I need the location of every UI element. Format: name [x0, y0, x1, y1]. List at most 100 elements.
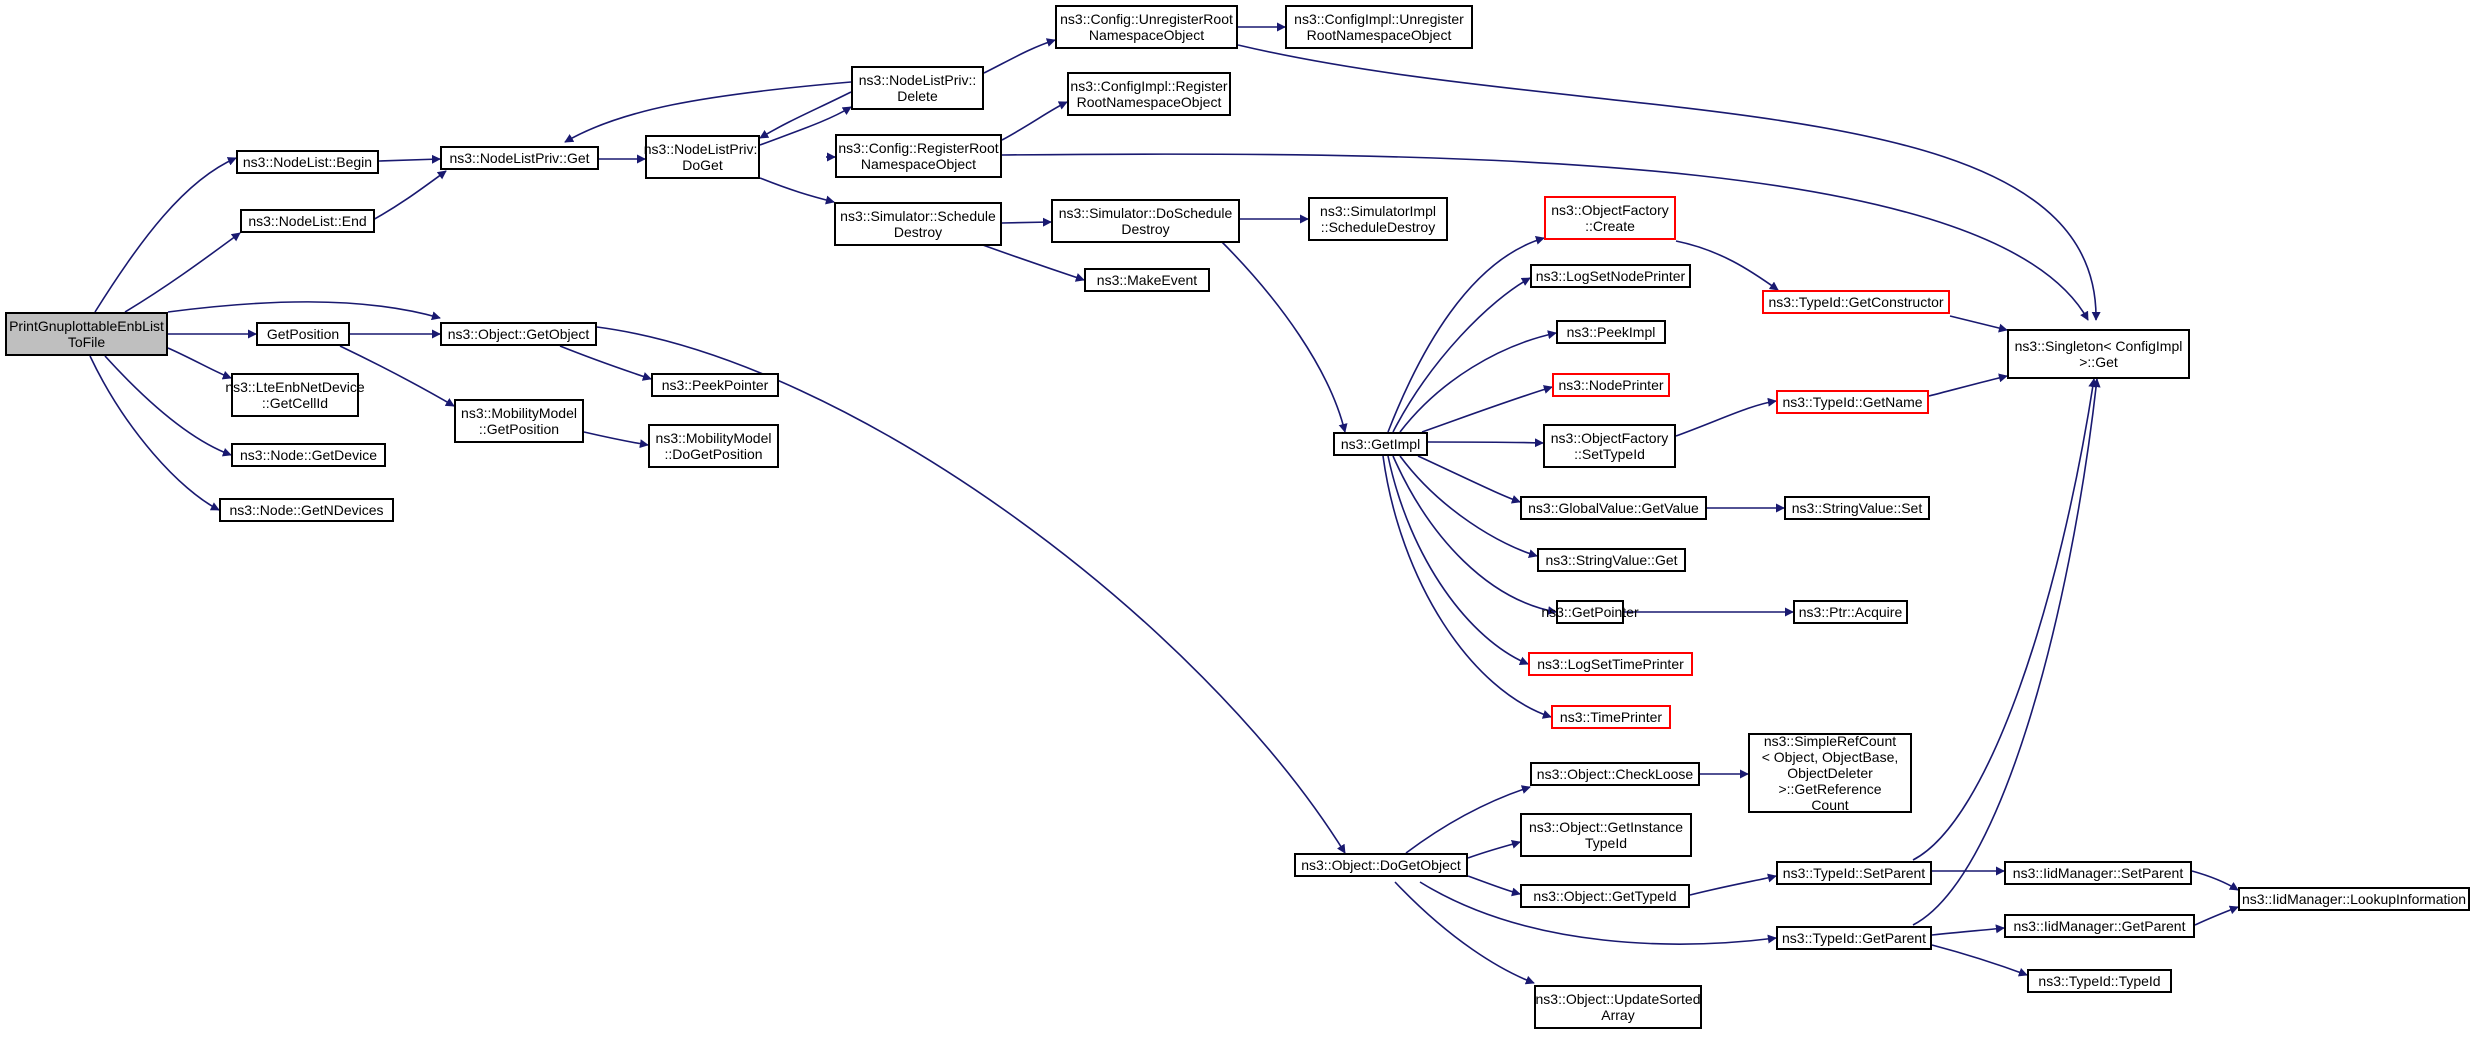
node-typeid-getparent[interactable]: ns3::TypeId::GetParent — [1776, 926, 1932, 950]
edge-mobility-dogetposition — [583, 431, 649, 449]
edge-unregister-singleton — [1237, 44, 2101, 321]
node-object-dogetobject[interactable]: ns3::Object::DoGetObject — [1294, 853, 1468, 877]
node-mobility-dogetposition[interactable]: ns3::MobilityModel ::DoGetPosition — [648, 424, 779, 468]
edge-delete-doget — [759, 91, 852, 139]
edge-getposition-mobility — [339, 345, 455, 407]
node-makeevent[interactable]: ns3::MakeEvent — [1084, 268, 1210, 292]
node-object-updatesortedarray[interactable]: ns3::Object::UpdateSorted Array — [1534, 985, 1702, 1029]
edge-root-nodelist-begin — [94, 157, 237, 313]
node-stringvalue-set[interactable]: ns3::StringValue::Set — [1784, 496, 1930, 520]
edge-object-getobject-dogetobject — [596, 326, 1346, 854]
edge-getimpl-peekimpl — [1399, 330, 1557, 433]
node-getposition[interactable]: GetPosition — [256, 322, 350, 346]
node-nodelistpriv-get[interactable]: ns3::NodeListPriv::Get — [440, 146, 599, 170]
edge-iidmanager-setparent-lookup — [2191, 870, 2239, 891]
node-config-unregisterroot[interactable]: ns3::Config::UnregisterRoot NamespaceObj… — [1055, 5, 1238, 49]
node-nodelist-end[interactable]: ns3::NodeList::End — [240, 209, 375, 233]
node-print-gnuplottable-enb-list[interactable]: PrintGnuplottableEnbList ToFile — [5, 312, 168, 356]
edge-getparent-singleton — [1912, 378, 2101, 926]
node-simulator-doscheduledestroy[interactable]: ns3::Simulator::DoSchedule Destroy — [1051, 199, 1240, 243]
node-configimpl-register[interactable]: ns3::ConfigImpl::Register RootNamespaceO… — [1067, 72, 1231, 116]
edge-nodelist-begin-get — [378, 154, 441, 164]
edge-getimpl-getpointer — [1392, 455, 1557, 615]
node-ptr-acquire[interactable]: ns3::Ptr::Acquire — [1793, 600, 1908, 624]
node-node-getdevice[interactable]: ns3::Node::GetDevice — [231, 443, 386, 467]
edge-doget-scheduledestroy — [759, 177, 835, 205]
node-singleton-configimpl-get[interactable]: ns3::Singleton< ConfigImpl >::Get — [2007, 329, 2190, 379]
node-node-getndevices[interactable]: ns3::Node::GetNDevices — [219, 498, 394, 522]
node-globalvalue-getvalue[interactable]: ns3::GlobalValue::GetValue — [1520, 496, 1707, 520]
node-typeid-getname[interactable]: ns3::TypeId::GetName — [1776, 390, 1929, 414]
node-simplerefcount-getreferencecount[interactable]: ns3::SimpleRefCount < Object, ObjectBase… — [1748, 733, 1912, 813]
edge-nodelist-end-get — [370, 170, 447, 222]
node-object-getobject[interactable]: ns3::Object::GetObject — [440, 322, 597, 346]
edge-create-getconstructor — [1675, 240, 1779, 291]
edge-dogetobject-updatesorted — [1394, 881, 1535, 985]
edge-dogetobject-checkloose — [1405, 785, 1531, 854]
edge-dogetobject-gettypeid — [1467, 875, 1521, 897]
node-iidmanager-setparent[interactable]: ns3::IidManager::SetParent — [2004, 861, 2192, 885]
edge-doget-delete — [759, 106, 852, 146]
node-nodelistpriv-doget[interactable]: ns3::NodeListPriv:: DoGet — [644, 135, 761, 179]
node-mobility-getposition[interactable]: ns3::MobilityModel ::GetPosition — [454, 399, 584, 443]
edge-iidmanager-getparent-lookup — [2194, 905, 2239, 926]
edge-setparent-singleton — [1912, 378, 2098, 861]
edge-dogetobject-getinstancetypeid — [1467, 840, 1521, 859]
node-nodelistpriv-delete[interactable]: ns3::NodeListPriv:: Delete — [851, 66, 984, 110]
edge-getconstructor-singleton — [1949, 315, 2008, 333]
edge-root-object-getobject — [167, 301, 441, 321]
edge-delete-get — [564, 81, 852, 143]
edge-getparent-typeid-typeid — [1931, 944, 2028, 977]
node-lte-getcellid[interactable]: ns3::LteEnbNetDevice ::GetCellId — [225, 373, 365, 417]
node-simulator-scheduledestroy[interactable]: ns3::Simulator::Schedule Destroy — [834, 202, 1002, 246]
node-timeprinter[interactable]: ns3::TimePrinter — [1551, 705, 1671, 729]
edge-getimpl-nodeprinter — [1421, 385, 1553, 433]
edge-root-node-getndevices — [89, 355, 220, 511]
node-typeid-setparent[interactable]: ns3::TypeId::SetParent — [1776, 861, 1932, 885]
node-configimpl-unregister[interactable]: ns3::ConfigImpl::Unregister RootNamespac… — [1285, 5, 1473, 49]
node-simulatorimpl-scheduledestroy[interactable]: ns3::SimulatorImpl ::ScheduleDestroy — [1308, 197, 1448, 241]
node-getimpl[interactable]: ns3::GetImpl — [1333, 432, 1428, 456]
node-objectfactory-settypeid[interactable]: ns3::ObjectFactory ::SetTypeId — [1543, 424, 1676, 468]
node-getpointer[interactable]: ns3::GetPointer — [1541, 600, 1639, 624]
node-object-checkloose[interactable]: ns3::Object::CheckLoose — [1530, 762, 1700, 786]
edge-getimpl-logsettimeprinter — [1387, 455, 1529, 666]
node-iidmanager-lookupinformation[interactable]: ns3::IidManager::LookupInformation — [2238, 887, 2470, 911]
edge-scheduledestroy-doschedule — [1001, 217, 1052, 227]
edge-gettypeid-typeid-setparent — [1689, 873, 1777, 896]
edge-scheduledestroy-makeevent — [979, 243, 1085, 282]
edge-getname-singleton — [1928, 373, 2008, 397]
edge-getimpl-logsetnodeprinter — [1392, 277, 1531, 433]
node-logsettimeprinter[interactable]: ns3::LogSetTimePrinter — [1528, 652, 1693, 676]
node-nodeprinter[interactable]: ns3::NodePrinter — [1552, 373, 1670, 397]
edge-getimpl-timeprinter — [1382, 455, 1552, 719]
edge-root-node-getdevice — [104, 355, 232, 457]
edge-getparent-iidmanager-getparent — [1931, 924, 2005, 936]
edge-getimpl-globalvalue — [1417, 455, 1521, 504]
node-typeid-getconstructor[interactable]: ns3::TypeId::GetConstructor — [1762, 290, 1950, 314]
node-typeid-typeid[interactable]: ns3::TypeId::TypeId — [2027, 969, 2172, 993]
edge-root-nodelist-end — [124, 232, 241, 313]
edge-getimpl-objectfactory-settypeid — [1427, 438, 1544, 448]
edge-delete-config-unregisterroot — [983, 38, 1056, 74]
edge-registerroot-singleton — [1001, 153, 2089, 321]
edge-settypeid-getname — [1675, 397, 1777, 437]
edge-doschedule-getimpl — [1219, 239, 1348, 433]
edge-object-getobject-peekpointer — [559, 345, 652, 381]
node-stringvalue-get[interactable]: ns3::StringValue::Get — [1537, 548, 1686, 572]
node-logsetnodeprinter[interactable]: ns3::LogSetNodePrinter — [1530, 264, 1691, 288]
edge-getimpl-stringvalue-get — [1399, 455, 1538, 559]
node-config-registerroot[interactable]: ns3::Config::RegisterRoot NamespaceObjec… — [835, 134, 1002, 178]
edge-registerroot-configimpl-register — [1001, 101, 1068, 141]
node-peekpointer[interactable]: ns3::PeekPointer — [651, 373, 779, 397]
edge-root-lte-getcellid — [167, 347, 232, 380]
node-object-getinstancetypeid[interactable]: ns3::Object::GetInstance TypeId — [1520, 813, 1692, 857]
node-object-gettypeid[interactable]: ns3::Object::GetTypeId — [1520, 884, 1690, 908]
edge-getimpl-objectfactory-create — [1387, 236, 1545, 433]
node-objectfactory-create[interactable]: ns3::ObjectFactory ::Create — [1544, 196, 1676, 240]
node-iidmanager-getparent[interactable]: ns3::IidManager::GetParent — [2004, 914, 2195, 938]
node-nodelist-begin[interactable]: ns3::NodeList::Begin — [236, 150, 379, 174]
edge-dogetobject-typeid-getparent — [1419, 881, 1777, 945]
node-peekimpl[interactable]: ns3::PeekImpl — [1556, 320, 1666, 344]
